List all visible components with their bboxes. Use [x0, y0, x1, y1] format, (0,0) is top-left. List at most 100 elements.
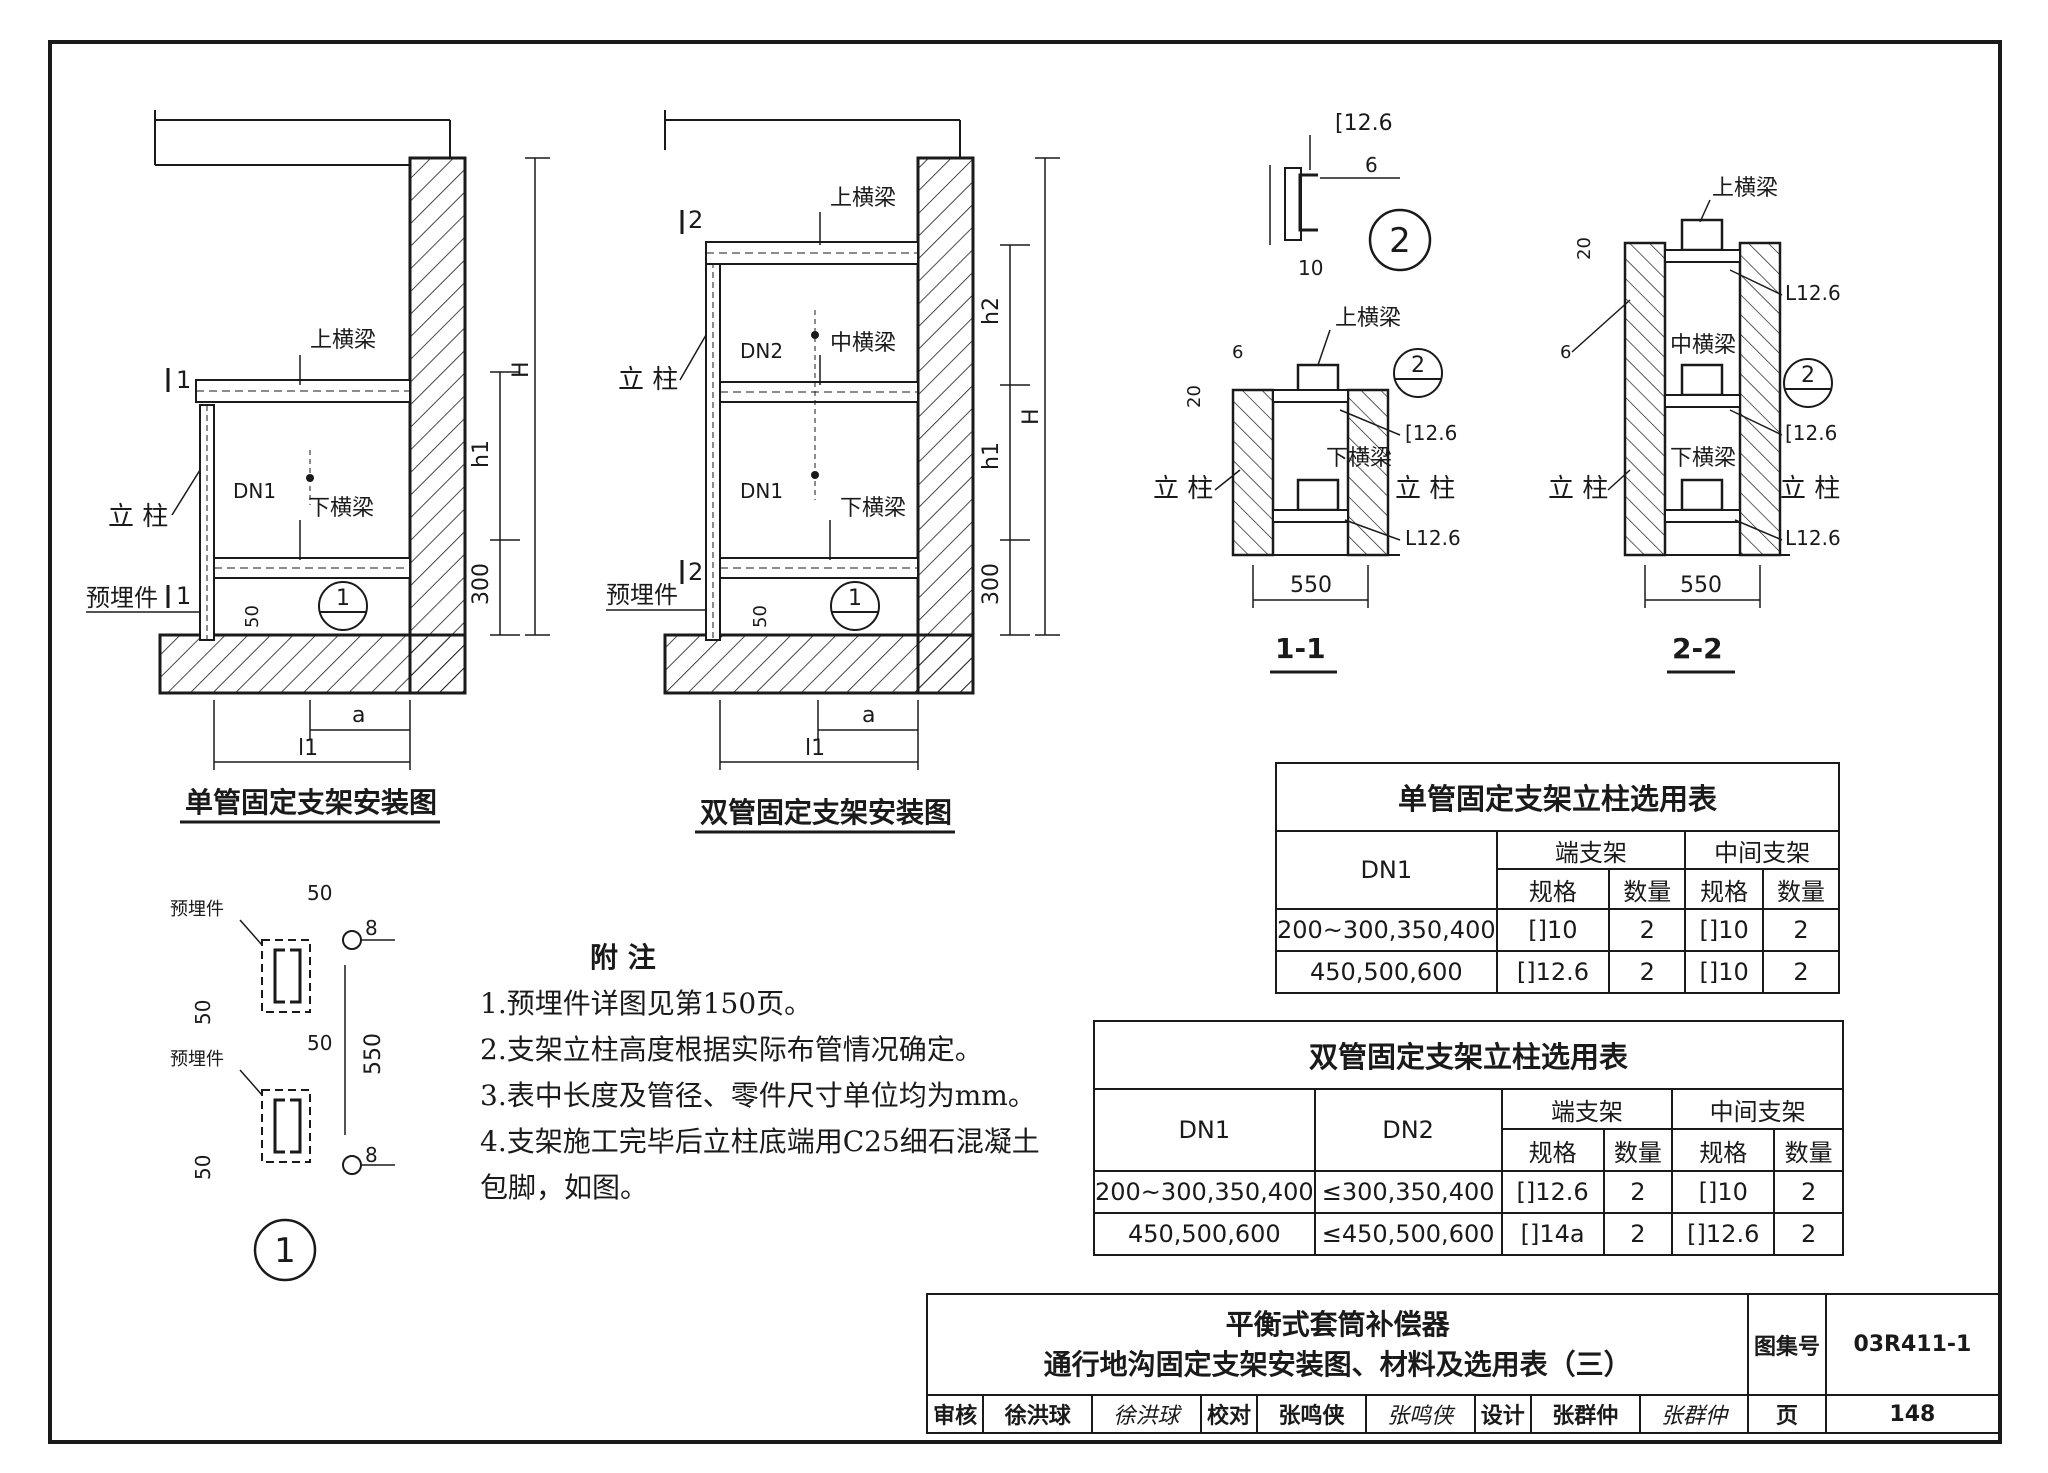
cell-dn1: 200~300,350,400 [1275, 908, 1498, 952]
cell-end-spec: []14a [1500, 1212, 1605, 1256]
floor-slab [158, 633, 467, 695]
single-pipe-selection-table: 单管固定支架立柱选用表 DN1 端支架 中间支架 规格 数量 规格 数量 200… [1275, 762, 1840, 994]
col-dn2: DN2 [1313, 1088, 1503, 1172]
dn1-label: DN1 [740, 479, 783, 503]
weld-label: 6 [1365, 153, 1378, 177]
cell-end-qty: 2 [1608, 908, 1687, 952]
weld-top: 8 [365, 916, 378, 940]
designer-signature: 张群仲 [1638, 1394, 1750, 1434]
col-dn1: DN1 [1275, 830, 1498, 910]
table-row: 200~300,350,400 []10 2 []10 2 [1275, 908, 1840, 952]
dim-550: 550 [1290, 573, 1332, 598]
cell-dn2: ≤300,350,400 [1313, 1170, 1503, 1214]
c126-label: [12.6 [1785, 421, 1837, 445]
upper-beam-label: 上横梁 [830, 186, 896, 211]
detail-2: [12.6 6 10 2 [1269, 111, 1432, 280]
c126-label: [12.6 [1405, 421, 1457, 445]
qty-header: 数量 [1608, 868, 1687, 910]
design-label: 设计 [1473, 1394, 1532, 1434]
table-title: 单管固定支架立柱选用表 [1275, 762, 1840, 832]
reviewer-signature: 徐洪球 [1091, 1394, 1202, 1434]
cell-mid-spec: []10 [1684, 950, 1765, 994]
check-label: 校对 [1199, 1394, 1259, 1434]
title-line-2: 通行地沟固定支架安装图、材料及选用表（三） [1043, 1347, 1632, 1381]
lower-beam-label: 下横梁 [1670, 446, 1736, 471]
l126-label-top: L12.6 [1785, 281, 1841, 305]
cell-mid-qty: 2 [1773, 1170, 1844, 1214]
detail-callout-text: 1 [848, 586, 862, 611]
page-number: 148 [1824, 1394, 2001, 1434]
section-2-2: 上横梁 中横梁 下横梁 立 柱 立 柱 L12.6 [12.6 L12.6 20… [1548, 176, 1841, 674]
cell-mid-qty: 2 [1762, 950, 1840, 994]
section-mark-top: 2 [688, 206, 703, 234]
upper-beam-label: 上横梁 [1335, 306, 1401, 331]
review-label: 审核 [925, 1394, 985, 1434]
cell-dn1: 450,500,600 [1093, 1212, 1316, 1256]
designer-name: 张群仲 [1529, 1394, 1641, 1434]
dim-a: a [862, 703, 875, 728]
col-dn1: DN1 [1093, 1088, 1316, 1172]
cell-end-spec: []10 [1495, 908, 1611, 952]
embed-label-bottom: 预埋件 [170, 1049, 224, 1070]
wall [916, 156, 975, 695]
column-label-right: 立 柱 [1395, 474, 1455, 504]
single-pipe-view: 上横梁 立 柱 DN1 下横梁 预埋件 1 1 1 h1 300 H 50 a … [86, 110, 550, 824]
upper-beam-label: 上横梁 [1712, 176, 1778, 201]
note-line-2: 2.支架立柱高度根据实际布管情况确定。 [480, 1033, 983, 1066]
detail-1-callout [253, 1218, 317, 1282]
dim-50: 50 [242, 605, 263, 628]
qty-header: 数量 [1602, 1128, 1674, 1172]
ref-callout-text: 2 [1801, 363, 1815, 388]
dim-50-left-bottom: 50 [191, 1155, 215, 1180]
dim-10: 10 [1298, 256, 1323, 280]
mid-beam-label: 中横梁 [830, 331, 896, 356]
weld-label: 6 [1232, 342, 1243, 363]
dim-20: 20 [1184, 385, 1205, 408]
spec-header: 规格 [1495, 868, 1611, 910]
table-title: 双管固定支架立柱选用表 [1093, 1020, 1844, 1090]
dim-50: 50 [750, 605, 771, 628]
cell-mid-spec: []10 [1684, 908, 1765, 952]
detail-callout-text: 1 [336, 586, 350, 611]
cell-end-qty: 2 [1602, 1212, 1674, 1256]
dim-h1: h1 [469, 440, 494, 468]
dim-300: 300 [979, 563, 1004, 605]
qty-header: 数量 [1762, 868, 1840, 910]
dim-50-mid: 50 [307, 1031, 332, 1055]
cell-end-spec: []12.6 [1500, 1170, 1605, 1214]
column-label-right: 立 柱 [1780, 474, 1840, 504]
dim-l1: l1 [805, 736, 825, 761]
cell-end-qty: 2 [1602, 1170, 1674, 1214]
column-label: 立 柱 [108, 502, 168, 532]
mid-support-header: 中间支架 [1684, 830, 1840, 870]
dn2-label: DN2 [740, 339, 783, 363]
detail-1-callout-text: 1 [274, 1231, 296, 1271]
weld-label: 6 [1560, 342, 1571, 363]
cell-mid-spec: []12.6 [1671, 1212, 1776, 1256]
section-mark-bottom: 1 [176, 582, 191, 610]
spec-header: 规格 [1671, 1128, 1776, 1172]
detail-2-callout-text: 2 [1389, 221, 1411, 261]
dim-h1: h1 [979, 442, 1004, 470]
spec-header: 规格 [1500, 1128, 1605, 1172]
lower-beam-label: 下横梁 [840, 496, 906, 521]
reviewer-name: 徐洪球 [982, 1394, 1094, 1434]
notes-heading: 附 注 [590, 941, 656, 974]
cell-dn1: 200~300,350,400 [1093, 1170, 1316, 1214]
mid-support-header: 中间支架 [1671, 1088, 1844, 1130]
double-pipe-view: 上横梁 立 柱 DN2 中横梁 DN1 下横梁 预埋件 2 2 1 h2 h1 … [606, 110, 1060, 834]
double-view-caption: 双管固定支架安装图 [700, 796, 952, 829]
lower-beam-label: 下横梁 [308, 496, 374, 521]
dim-20: 20 [1574, 237, 1595, 260]
cell-mid-qty: 2 [1773, 1212, 1844, 1256]
section-mark-top: 1 [176, 366, 191, 394]
column-label-left: 立 柱 [1153, 474, 1213, 504]
l126-label-bottom: L12.6 [1785, 526, 1841, 550]
note-line-5: 包脚，如图。 [480, 1171, 649, 1204]
table-row: 450,500,600 ≤450,500,600 []14a 2 []12.6 … [1093, 1212, 1844, 1256]
detail-2-callout [1368, 208, 1432, 272]
embed-label: 预埋件 [606, 581, 678, 609]
atlas-number: 03R411-1 [1824, 1293, 2001, 1396]
dim-H: H [509, 361, 534, 378]
